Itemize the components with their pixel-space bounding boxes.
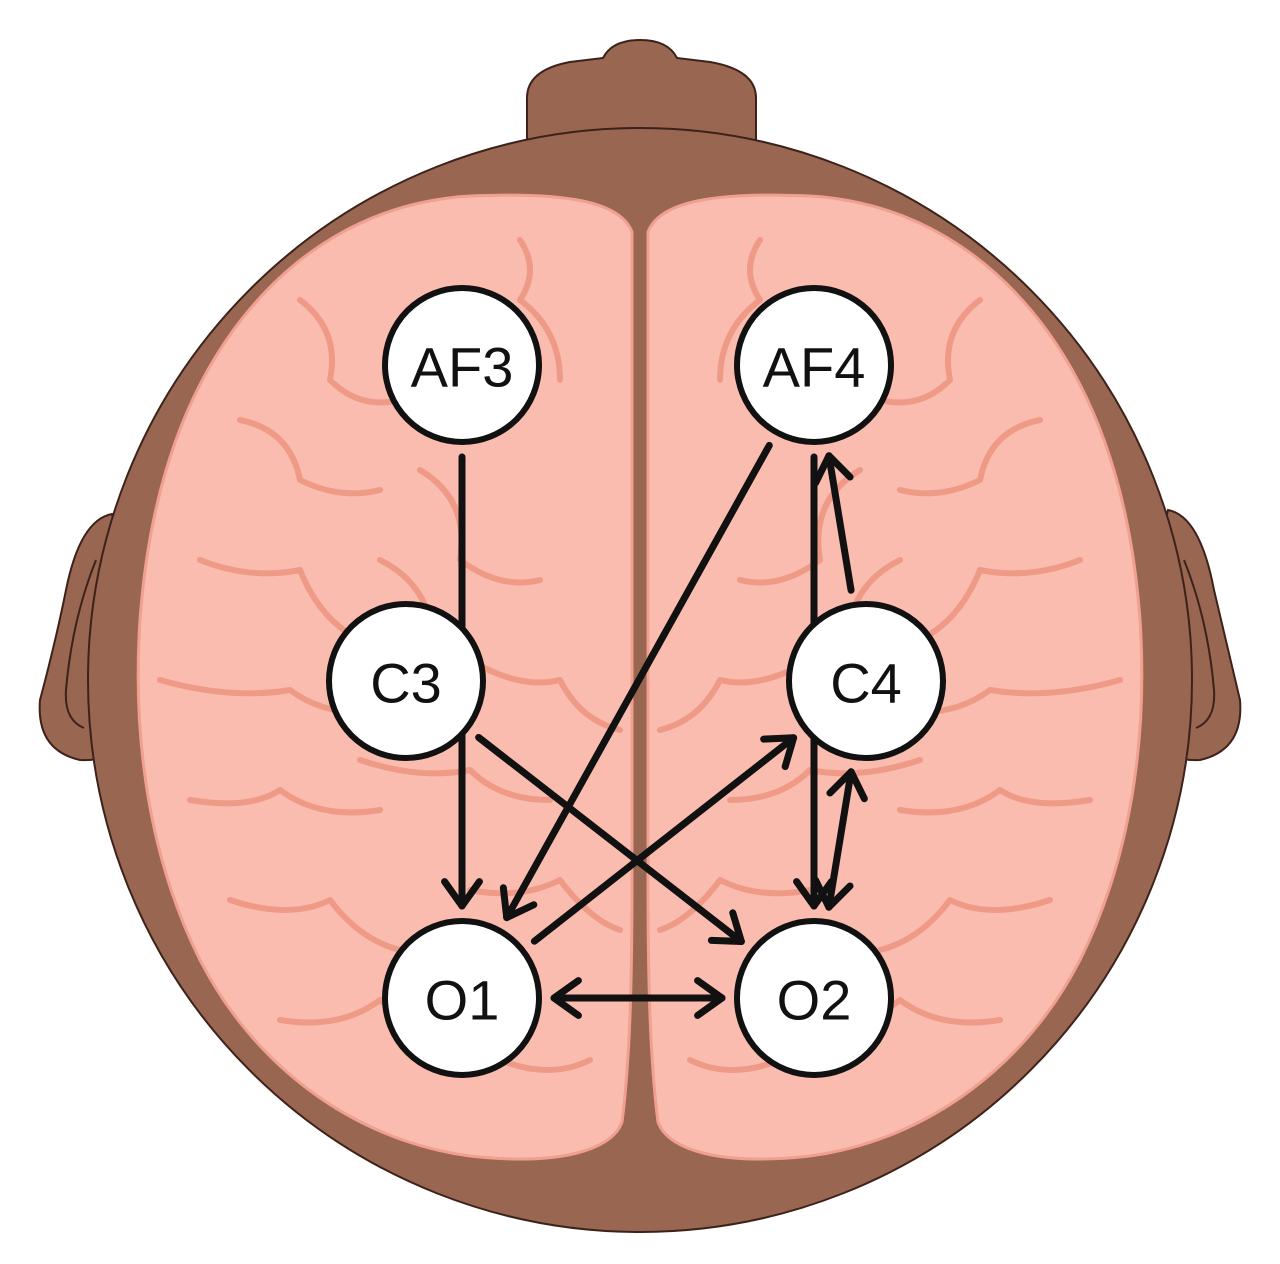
electrode-c4-marker bbox=[786, 601, 946, 761]
left-ear-inner bbox=[64, 559, 97, 729]
electrode-o2-marker bbox=[734, 918, 894, 1078]
connections-layer bbox=[441, 441, 868, 1019]
nose bbox=[526, 38, 757, 141]
electrode-af3: AF3 bbox=[382, 285, 542, 445]
arrow-c4-af4 bbox=[812, 452, 855, 594]
electrode-o1-marker bbox=[382, 918, 542, 1078]
arrow-c4-af4-head bbox=[812, 452, 854, 487]
electrode-o2-label: O2 bbox=[777, 969, 852, 1032]
arrow-o1-c4 bbox=[530, 734, 798, 945]
arrow-o1-o2 bbox=[550, 977, 726, 1019]
electrode-af4: AF4 bbox=[734, 285, 894, 445]
electrode-c4: C4 bbox=[786, 601, 946, 761]
electrode-af3-label: AF3 bbox=[411, 336, 514, 399]
arrow-c4-o2-head bbox=[812, 876, 854, 911]
arrow-af3-o1-head bbox=[441, 878, 483, 910]
arrow-af4-o1 bbox=[499, 441, 773, 922]
left-sulci bbox=[157, 237, 623, 1073]
arrow-c3-o2 bbox=[475, 733, 745, 946]
arrow-c4-o2-tail-head bbox=[826, 768, 868, 803]
electrode-o1-label: O1 bbox=[425, 969, 500, 1032]
right-ear-inner bbox=[1183, 559, 1216, 729]
electrode-af4-marker bbox=[734, 285, 894, 445]
arrow-c4-af4-shaft bbox=[825, 452, 855, 594]
arrow-o1-c4-shaft bbox=[530, 734, 798, 945]
electrode-o1: O1 bbox=[382, 918, 542, 1078]
electrode-o2: O2 bbox=[734, 918, 894, 1078]
arrow-c4-o2 bbox=[812, 768, 868, 911]
electrode-c3-label: C3 bbox=[370, 652, 442, 715]
arrow-af4-o1-shaft bbox=[503, 441, 773, 922]
electrode-c3-marker bbox=[326, 601, 486, 761]
electrode-c4-label: C4 bbox=[830, 652, 902, 715]
electrode-af3-marker bbox=[382, 285, 542, 445]
arrow-o1-o2-tail-head bbox=[550, 977, 582, 1019]
arrow-c3-o2-head bbox=[707, 909, 745, 946]
arrow-af4-o2-head bbox=[793, 878, 835, 910]
arrow-c4-o2-shaft bbox=[825, 768, 855, 911]
right-sulci bbox=[657, 237, 1123, 1073]
arrow-c3-o2-shaft bbox=[475, 733, 745, 946]
electrode-af4-label: AF4 bbox=[763, 336, 866, 399]
arrow-o1-o2-head bbox=[694, 977, 726, 1019]
electrode-c3: C3 bbox=[326, 601, 486, 761]
arrow-af4-o1-head bbox=[499, 884, 538, 922]
arrow-o1-c4-head bbox=[760, 734, 798, 771]
